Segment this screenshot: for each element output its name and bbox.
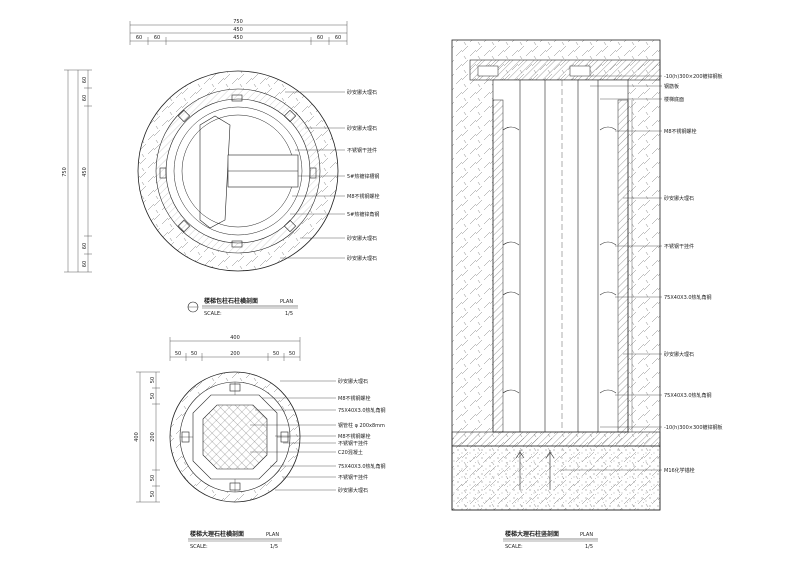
upper-label: 5#热镀锌槽钢 — [347, 173, 379, 180]
lower-dim-part: 50 — [191, 351, 197, 357]
section-label: M8不锈钢螺栓 — [664, 128, 697, 135]
lower-label: C20混凝土 — [338, 449, 363, 456]
upper-plan-label: PLAN — [280, 299, 293, 305]
lower-label: 75X40X3.0热轧角钢 — [338, 463, 386, 470]
section-scale-label: SCALE: — [505, 544, 523, 550]
section-annotations: -10(h)300×200镀锌钢板 钢筋板 楼梯底面 M8不锈钢螺栓 砂安娜大理… — [560, 73, 723, 474]
lower-plan: 400 50 50 200 50 50 400 200 50 50 50 50 — [134, 335, 386, 550]
section-scale: 1/5 — [585, 544, 593, 550]
section-title: 楼梯大理石柱竖剖面 — [505, 530, 559, 538]
lower-label: 不锈钢干挂件 — [338, 474, 368, 481]
upper-plan: 750 450 60 60 450 60 60 750 450 60 60 60… — [62, 19, 380, 317]
section-plan-label: PLAN — [580, 532, 593, 538]
upper-dim-part: 60 — [136, 35, 142, 41]
upper-left-dim-part: 60 — [82, 243, 88, 249]
section-label: 楼梯底面 — [664, 96, 684, 103]
lower-annotations: 砂安娜大理石 M8不锈钢螺栓 75X40X3.0热轧角钢 钢管柱 φ 200x8… — [250, 378, 386, 494]
lower-scale: 1/5 — [270, 544, 278, 550]
octagon-column-plan — [169, 371, 301, 503]
vertical-section: -10(h)300×200镀锌钢板 钢筋板 楼梯底面 M8不锈钢螺栓 砂安娜大理… — [451, 39, 723, 550]
section-label: 砂安娜大理石 — [664, 195, 694, 202]
brackets — [502, 126, 617, 394]
lower-dim-part: 200 — [230, 351, 240, 357]
lower-dim-total: 400 — [230, 335, 240, 341]
upper-label: 不锈钢干挂件 — [347, 147, 377, 154]
lower-label: 不锈钢干挂件 — [338, 440, 368, 447]
lower-left-dim-part: 50 — [150, 475, 156, 481]
section-label: -10(h)300×300镀锌钢板 — [664, 424, 723, 431]
lower-left-dim-part: 50 — [150, 393, 156, 399]
section-title-block: 楼梯大理石柱竖剖面 PLAN SCALE: 1/5 — [503, 530, 598, 550]
round-column-plan — [137, 70, 339, 272]
lower-plan-label: PLAN — [266, 532, 279, 538]
lower-label: 砂安娜大理石 — [338, 378, 368, 385]
section-label: 钢筋板 — [664, 83, 679, 90]
lower-label: M8不锈钢螺栓 — [338, 433, 371, 440]
upper-left-dims: 750 450 60 60 60 60 — [62, 69, 92, 273]
upper-scale: 1/5 — [285, 311, 293, 317]
upper-scale-label: SCALE: — [204, 311, 222, 317]
lower-top-dims: 400 50 50 200 50 50 — [169, 335, 301, 361]
upper-dim-mid: 450 — [233, 27, 243, 33]
anchor-marks — [159, 94, 317, 248]
upper-title-block: 楼梯包柱石柱横剖面 PLAN SCALE: 1/5 — [187, 297, 298, 317]
lower-left-dim-part: 50 — [150, 491, 156, 497]
lower-scale-label: SCALE: — [190, 544, 208, 550]
upper-left-dim-total: 750 — [62, 167, 68, 177]
lower-title-block: 楼梯大理石柱横剖面 PLAN SCALE: 1/5 — [188, 530, 282, 550]
lower-left-dim-part: 200 — [150, 432, 156, 442]
upper-dim-part: 60 — [335, 35, 341, 41]
section-label: 75X40X3.0热轧角钢 — [664, 392, 712, 399]
upper-left-dim-part: 60 — [82, 77, 88, 83]
section-label: 75X40X3.0热轧角钢 — [664, 294, 712, 301]
upper-left-dim-part: 60 — [82, 95, 88, 101]
upper-label: 砂安娜大理石 — [347, 255, 377, 262]
lower-left-dim-total: 400 — [134, 432, 140, 442]
upper-label: 砂安娜大理石 — [347, 89, 377, 96]
section-label: M16化学锚栓 — [664, 467, 695, 474]
section-label: 不锈钢干挂件 — [664, 243, 694, 250]
lower-label: M8不锈钢螺栓 — [338, 395, 371, 402]
lower-label: 75X40X3.0热轧角钢 — [338, 407, 386, 414]
section-label: 砂安娜大理石 — [664, 351, 694, 358]
upper-dim-part: 60 — [154, 35, 160, 41]
section-label: -10(h)300×200镀锌钢板 — [664, 73, 723, 80]
lower-title: 楼梯大理石柱横剖面 — [190, 530, 244, 538]
upper-top-dims: 750 450 60 60 450 60 60 — [129, 19, 348, 45]
upper-left-dim-part: 60 — [82, 261, 88, 267]
upper-title: 楼梯包柱石柱横剖面 — [204, 297, 258, 305]
lower-label: 钢管柱 φ 200x8mm — [338, 422, 385, 429]
upper-left-dim-part: 450 — [82, 167, 88, 177]
lower-dim-part: 50 — [273, 351, 279, 357]
upper-dim-part: 60 — [317, 35, 323, 41]
lower-label: 砂安娜大理石 — [338, 487, 368, 494]
upper-label: M8不锈钢螺栓 — [347, 193, 380, 200]
upper-label: 砂安娜大理石 — [347, 235, 377, 242]
upper-label: 砂安娜大理石 — [347, 125, 377, 132]
upper-annotations: 砂安娜大理石 砂安娜大理石 不锈钢干挂件 5#热镀锌槽钢 M8不锈钢螺栓 5#热… — [280, 89, 380, 262]
upper-label: 5#热镀锌角钢 — [347, 211, 379, 218]
lower-dim-part: 50 — [175, 351, 181, 357]
lower-dim-part: 50 — [289, 351, 295, 357]
lower-left-dim-part: 50 — [150, 377, 156, 383]
upper-dim-total: 750 — [233, 19, 243, 25]
lower-left-dims: 400 200 50 50 50 50 — [134, 371, 160, 503]
upper-dim-part: 450 — [233, 35, 243, 41]
